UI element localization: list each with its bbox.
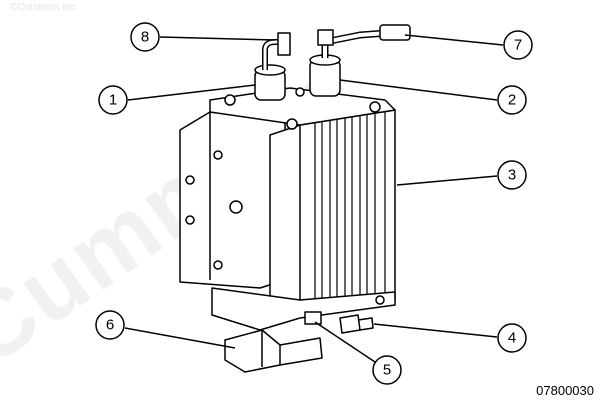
callout-label: 8 xyxy=(141,29,149,46)
cooling-fins xyxy=(314,112,386,312)
callout-circle xyxy=(372,355,402,385)
callout-2: 2 xyxy=(339,79,527,115)
leader-line xyxy=(404,34,504,46)
fin-lines xyxy=(321,112,386,311)
elbow-fitting-6 xyxy=(224,329,281,373)
top-bolt xyxy=(224,94,236,106)
callout-label: 3 xyxy=(508,167,516,184)
leader-line xyxy=(124,327,236,349)
callout-label: 6 xyxy=(106,317,114,334)
mounting-hole xyxy=(185,175,195,185)
callout-7: 7 xyxy=(404,30,533,60)
callout-circle xyxy=(497,160,527,190)
mounting-hole xyxy=(185,215,195,225)
callout-label: 5 xyxy=(383,362,391,379)
leader-line xyxy=(159,36,276,41)
top-bolt xyxy=(369,101,381,113)
callout-6: 6 xyxy=(95,310,236,349)
callout-5: 5 xyxy=(314,321,402,385)
bottom-bolt xyxy=(375,295,385,305)
callout-circle xyxy=(98,85,128,115)
tube-7-connector xyxy=(317,29,334,46)
fitting-7-nut xyxy=(379,24,411,41)
leader-line xyxy=(127,84,256,101)
figure-number: 07800030 xyxy=(536,383,594,398)
callout-3: 3 xyxy=(396,160,527,190)
leader-line xyxy=(314,321,376,363)
copyright-text: ©Cummins Inc xyxy=(10,2,76,13)
callout-circle xyxy=(95,310,125,340)
mounting-hole xyxy=(213,260,223,270)
callout-label: 1 xyxy=(109,92,117,109)
callout-label: 4 xyxy=(508,330,516,347)
callout-circle xyxy=(497,323,527,353)
elbow-fitting-6-detail xyxy=(261,330,323,367)
callout-8: 8 xyxy=(130,22,276,52)
fitting-1-top xyxy=(254,64,286,76)
fitting-8-nut xyxy=(277,32,291,56)
callout-circle xyxy=(497,85,527,115)
callout-label: 7 xyxy=(514,37,522,54)
main-housing xyxy=(269,109,396,316)
tube-8-inner xyxy=(263,40,285,70)
mounting-hole xyxy=(213,150,223,160)
top-bolt xyxy=(295,87,305,97)
leader-line xyxy=(396,175,498,186)
fitting-4 xyxy=(339,314,374,334)
fitting-5 xyxy=(304,311,322,325)
callout-label: 2 xyxy=(508,92,516,109)
fin-lines xyxy=(314,113,376,312)
callout-circle xyxy=(130,22,160,52)
leader-line xyxy=(339,79,498,101)
callout-circle xyxy=(503,30,533,60)
bottom-block xyxy=(211,287,396,331)
top-bolt xyxy=(286,118,298,130)
mounting-bolt xyxy=(229,200,243,214)
callout-1: 1 xyxy=(98,84,256,115)
leader-line xyxy=(373,323,498,338)
callout-4: 4 xyxy=(373,323,527,353)
